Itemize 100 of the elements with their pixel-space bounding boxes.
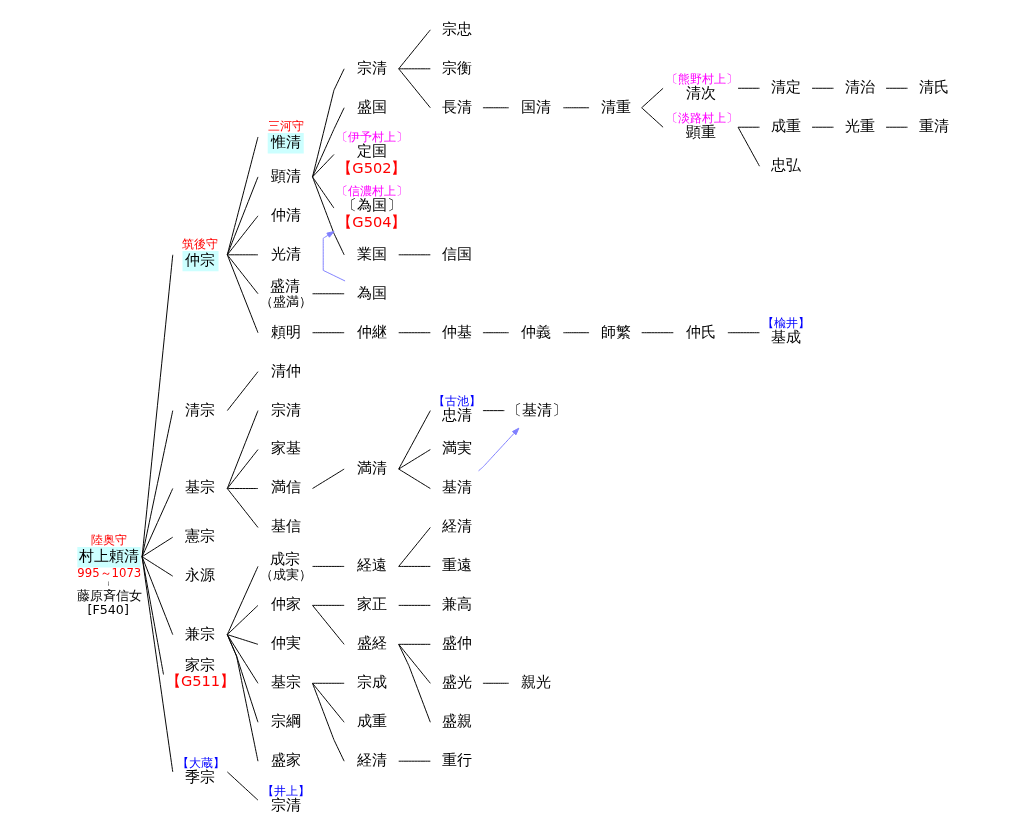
node-text: 盛家 [270, 751, 301, 769]
connector [398, 527, 431, 567]
connector [641, 332, 674, 334]
connector [312, 176, 335, 209]
node-text: 重行 [442, 751, 473, 769]
connector [398, 410, 431, 470]
connector [312, 332, 345, 334]
node-text: 仲基 [442, 322, 473, 340]
connector [398, 254, 431, 256]
node-text: 仲家 [270, 595, 301, 613]
connector [226, 565, 259, 636]
node-text: 兼高 [442, 595, 473, 613]
connector [811, 87, 834, 89]
node-text: 盛光 [442, 673, 473, 691]
node-text: 宗忠 [442, 19, 473, 37]
node-text: 師繁 [600, 322, 631, 340]
node-text: 光重 [845, 117, 876, 135]
node-text: 盛経 [356, 634, 387, 652]
connector [141, 556, 174, 773]
connector [226, 604, 259, 636]
node-text: 【楡井】 基成 [762, 316, 811, 346]
node-text: 長清 [442, 97, 473, 115]
connector [398, 643, 431, 684]
node-text: 親光 [521, 673, 552, 691]
node-text: 満実 [442, 439, 473, 457]
node-label: 995～1073 [77, 565, 142, 580]
connector [482, 410, 505, 412]
node-text: 基清 [442, 478, 473, 496]
connector [226, 215, 259, 256]
node-text: 経遠 [356, 556, 387, 574]
node-text: 国清 [521, 97, 552, 115]
node-text: 経清 [356, 751, 387, 769]
connector [482, 332, 510, 334]
connector [312, 107, 345, 178]
connector [885, 87, 908, 89]
connector [727, 332, 760, 334]
node-text: 仲氏 [685, 322, 716, 340]
connector [226, 136, 259, 256]
connector [226, 488, 259, 528]
node-text: 清重 [600, 97, 631, 115]
connector [641, 107, 664, 128]
node-text: 経清 [442, 517, 473, 535]
node-text: 清定 [771, 78, 802, 96]
node-text: 兼宗 [185, 624, 216, 642]
node-text: 盛親 [442, 712, 473, 730]
node-text: 〔基清〕 [506, 400, 567, 418]
connector [141, 556, 174, 577]
connector [226, 371, 259, 412]
node-text: 宗清 [356, 58, 387, 76]
connector [226, 634, 259, 762]
node-box-text: 村上頼清 [77, 546, 141, 568]
connector [398, 468, 431, 489]
connector [226, 254, 259, 334]
node-text: 仲清 [270, 205, 301, 223]
node-text: 重遠 [442, 556, 473, 574]
node-text: 宗衡 [442, 58, 473, 76]
node-text: 盛清 （盛満） [259, 276, 312, 309]
connector [312, 565, 345, 567]
connector [141, 410, 174, 558]
node-label: 三河守 [267, 118, 304, 133]
connector [226, 634, 259, 684]
connector [737, 87, 760, 89]
connector [226, 449, 259, 489]
node-text: 永源 [185, 566, 216, 584]
node-text: 成重 [771, 117, 802, 135]
connector [482, 107, 510, 109]
connector [398, 68, 431, 70]
node-text: 【井上】 宗清 [261, 783, 310, 813]
connector [482, 682, 510, 684]
connector [226, 410, 259, 489]
node-label: 陸奥守 [90, 532, 127, 547]
connector [312, 682, 345, 762]
connector [226, 771, 259, 801]
node-text: 基宗 [270, 673, 301, 691]
connector [312, 68, 345, 178]
connector [226, 176, 259, 256]
node-box: 仲宗 [182, 250, 219, 272]
connector [312, 604, 345, 606]
node-text: 宗清 [270, 400, 301, 418]
node-text: 業国 [356, 244, 387, 262]
connector [398, 760, 431, 762]
node-text: 家基 [270, 439, 301, 457]
node-text: 成宗 （成実） [259, 549, 312, 582]
connector [398, 68, 431, 109]
node-text: 【大蔵】 季宗 [176, 755, 225, 785]
connector [312, 682, 345, 723]
node-text: 基信 [270, 517, 301, 535]
connector [398, 604, 431, 606]
node-text: 〔淡路村上〕 顕重 [665, 110, 738, 140]
node-text: 〔伊予村上〕 定国 【G502】 [336, 130, 409, 176]
node-text: 〔熊野村上〕 清次 [665, 72, 738, 102]
connector [226, 254, 259, 256]
node-text: 清仲 [270, 361, 301, 379]
connector [312, 682, 345, 684]
connector [141, 556, 174, 636]
node-text: 光清 [270, 244, 301, 262]
connector [885, 126, 908, 128]
connector [226, 634, 259, 723]
node-text: 宗成 [356, 673, 387, 691]
node-text: 仲義 [521, 322, 552, 340]
